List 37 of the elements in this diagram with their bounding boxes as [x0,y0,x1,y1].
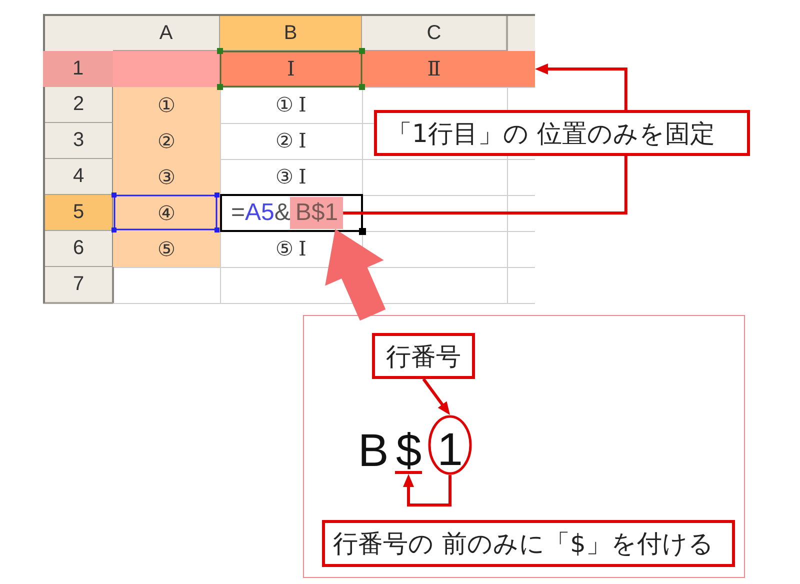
cell-text: ① Ⅰ [276,94,306,118]
note-box: 行番号の 前のみに「$」を付ける [322,520,735,567]
formula-cell [220,194,363,232]
callout-box: 「1行目」の 位置のみを固定 [374,110,750,156]
row-number: 1 [72,58,84,80]
underline-mark [395,471,422,474]
column-header: B [220,16,362,51]
cell-text: ② Ⅰ [276,130,306,154]
row-header: 3 [45,123,113,159]
cell-text: Ⅰ [287,58,295,82]
table-cell: ② [113,123,220,159]
block-arrow [325,228,386,321]
circled-digit: 1 [428,415,472,475]
table-cell: ⑤ [113,231,220,267]
arrow [534,64,628,110]
table-cell: ① [113,87,220,123]
row-header: 5 [45,195,113,231]
row-header: 2 [45,87,113,123]
cell-text: ⑤ Ⅰ [276,238,306,262]
connector-line [343,156,628,214]
column-header: C [362,16,507,51]
column-header: A [113,16,220,51]
cell-text: ③ Ⅰ [276,166,306,190]
highlighted-row [43,51,535,87]
row-header: 4 [45,159,113,195]
formula-letter: B [358,427,389,473]
arrow [403,474,452,506]
cell-text: Ⅱ [427,58,441,82]
row-header: 7 [45,267,113,303]
formula-letter: $ [396,427,422,473]
formula-text: =A5& [231,199,290,227]
table-cell: ③ [113,159,220,195]
explanation-panel [303,315,745,578]
arrow [422,378,450,415]
label-box: 行番号 [372,333,475,379]
row-header: 6 [45,231,113,267]
highlighted-reference: B$1 [290,197,344,229]
